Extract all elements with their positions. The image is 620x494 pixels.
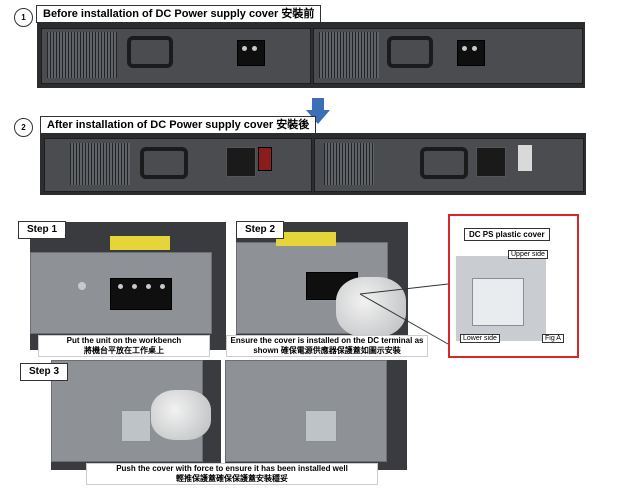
vent-grille [47, 32, 117, 78]
installed-cover [476, 147, 506, 177]
down-arrow-icon [306, 98, 330, 124]
dc-terminal [457, 40, 485, 66]
psu-handle [387, 36, 433, 68]
terminal-screw [242, 46, 247, 51]
terminal-screw [146, 284, 151, 289]
terminal-screw [462, 46, 467, 51]
upper-side-label: Upper side [508, 250, 548, 259]
power-switch [258, 147, 272, 171]
step-1-label: Step 1 [18, 221, 67, 239]
vent-grille [324, 143, 374, 185]
cover-detail-title: DC PS plastic cover [464, 228, 550, 241]
vent-grille [70, 143, 130, 185]
plastic-cover [472, 278, 524, 326]
dc-terminal [237, 40, 265, 66]
warning-sticker [110, 236, 170, 250]
step-2-label: Step 2 [236, 221, 285, 239]
warning-sticker [276, 232, 336, 246]
callout-lines [359, 283, 449, 345]
vent-grille [319, 32, 379, 78]
terminal-screw [160, 284, 165, 289]
section-title-after: After installation of DC Power supply co… [40, 116, 317, 134]
terminal-screw [252, 46, 257, 51]
cover-photo [456, 256, 546, 341]
photo-step-3a [51, 360, 221, 470]
step-number-badge-2: 2 [14, 118, 33, 137]
terminal-screw [118, 284, 123, 289]
photo-step-1 [30, 222, 226, 350]
step-2-caption-zh: shown 確保電源供應器保護蓋如圖示安裝 [253, 346, 401, 355]
step-3-caption-en: Push the cover with force to ensure it h… [116, 464, 348, 473]
thumb-screw [78, 282, 86, 290]
installed-cover [305, 410, 337, 442]
photo-after-installation [40, 133, 586, 195]
photo-step-3b [225, 360, 407, 470]
step-2-caption-en: Ensure the cover is installed on the DC … [230, 336, 424, 345]
step-1-caption-zh: 將機台平放在工作桌上 [84, 346, 164, 355]
photo-step-2 [236, 222, 408, 350]
section-title-before: Before installation of DC Power supply c… [36, 5, 322, 23]
step-3-caption-zh: 輕推保護蓋確保保護蓋安裝穩妥 [176, 474, 288, 483]
cover-detail-box: DC PS plastic cover Upper side Lower sid… [448, 214, 579, 358]
gloved-hand [151, 390, 211, 440]
terminal-screw [472, 46, 477, 51]
psu-handle [420, 147, 468, 179]
terminal-screw [132, 284, 137, 289]
psu-handle [140, 147, 188, 179]
plastic-cover [121, 410, 151, 442]
step-3-caption: Push the cover with force to ensure it h… [86, 463, 378, 485]
step-2-caption: Ensure the cover is installed on the DC … [226, 335, 428, 357]
step-number-badge-1: 1 [14, 8, 33, 27]
step-3-label: Step 3 [20, 363, 69, 381]
step-1-caption: Put the unit on the workbench 將機台平放在工作桌上 [38, 335, 210, 357]
installed-cover [226, 147, 256, 177]
step-1-caption-en: Put the unit on the workbench [66, 336, 182, 345]
rating-label [518, 145, 532, 171]
psu-handle [127, 36, 173, 68]
lower-side-label: Lower side [460, 334, 500, 343]
dc-terminal-block [110, 278, 172, 310]
gloved-hand [336, 277, 406, 337]
fig-a-label: Fig A [542, 334, 564, 343]
photo-before-installation [37, 22, 585, 88]
